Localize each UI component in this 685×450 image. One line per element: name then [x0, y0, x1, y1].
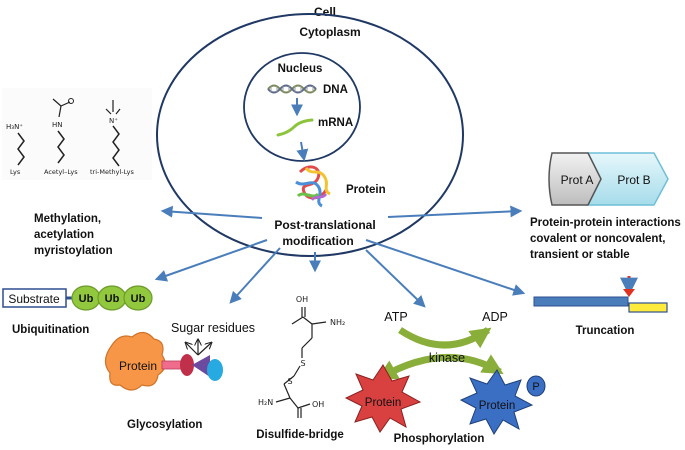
lys-chain [17, 132, 25, 166]
trimethyl-nitrogen-label: N⁺ [109, 117, 118, 125]
ppi-label-line2: covalent or noncovalent, [530, 233, 665, 245]
dna-helix-icon [267, 84, 317, 94]
glyco-protein-blob [104, 331, 166, 391]
cell-membrane [156, 13, 464, 257]
prot-a-shape [548, 152, 602, 206]
kinase-arrow [376, 353, 504, 382]
adp-label: ADP [482, 310, 508, 324]
ppi-label-line1: Protein-protein interactions [530, 217, 681, 229]
disulfide-h2n: H₂N [258, 398, 273, 407]
lys-amine-label: H₃N⁺ [6, 123, 23, 131]
arrow-to-methylation [160, 205, 263, 219]
arrow-to-ppi [387, 205, 523, 218]
prot-b-label: Prot B [617, 173, 650, 187]
sugar-residues-label: Sugar residues [171, 321, 255, 335]
lys-label: Lys [10, 168, 21, 176]
atp-adp-arrow [398, 327, 492, 349]
glycosylation-illustration: Sugar residues Protein [104, 321, 255, 391]
cell-label: Cell [314, 5, 336, 19]
trimethyl-lys-label: tri-Methyl-Lys [90, 168, 135, 176]
cytoplasm-label: Cytoplasm [299, 25, 360, 39]
glyco-protein-label: Protein [119, 359, 157, 373]
ptm-title-line2: modification [282, 234, 353, 248]
sugar-residue-purple [192, 355, 210, 377]
disulfide-structure [275, 307, 327, 418]
acetyl-amide-label: HN [52, 121, 63, 129]
methylation-label-line1: Methylation, [34, 213, 101, 225]
disulfide-nh2: NH₂ [330, 318, 345, 327]
sugar-residue-cyan [207, 359, 223, 381]
protein-star-unphosphorylated [344, 364, 422, 433]
ub-label-1: Ub [79, 293, 94, 305]
atp-label: ATP [384, 310, 407, 324]
translation-arrow [296, 141, 309, 162]
arrow-to-ubiquitination [154, 239, 268, 282]
nucleus-label: Nucleus [278, 63, 323, 75]
phosphate-label: P [532, 381, 539, 393]
truncation-cleaved-segment [628, 302, 668, 313]
ub-label-3: Ub [131, 293, 146, 305]
ppi-illustration: Prot A Prot B [548, 152, 669, 206]
cleavage-arrowhead [623, 289, 635, 297]
protein-label: Protein [346, 184, 386, 196]
prot-a-label: Prot A [561, 173, 594, 187]
truncation-illustration [533, 276, 668, 313]
protein-structure-icon [295, 165, 331, 208]
phosphorylation-illustration: ATP ADP kinase Protein Protein P [344, 310, 546, 435]
kinase-label: kinase [429, 351, 465, 365]
disulfide-oh-bottom: OH [312, 400, 324, 409]
ubiquitination-label: Ubiquitination [12, 324, 89, 336]
arrow-to-truncation [365, 239, 526, 296]
truncation-retained-segment [533, 296, 629, 307]
dna-label: DNA [323, 84, 348, 96]
disulfide-s-bottom: S [287, 377, 292, 386]
mrna-strand-icon [276, 118, 314, 137]
cell-compartments: Cell Cytoplasm Nucleus [156, 5, 464, 257]
ubiquitination-illustration: Substrate Ub Ub Ub [2, 285, 153, 311]
ptm-arrows [154, 205, 526, 308]
glycosylation-label: Glycosylation [127, 419, 202, 431]
phospho-protein-label-2: Protein [479, 400, 515, 412]
disulfide-s-top: S [300, 359, 305, 368]
central-dogma: DNA mRNA Protein Post-translational modi… [267, 84, 386, 248]
sugar-residue-red [180, 354, 194, 376]
ub-label-2: Ub [105, 293, 120, 305]
arrow-to-phosphorylation [365, 249, 426, 308]
substrate-label: Substrate [8, 292, 60, 306]
protein-star-phosphorylated [459, 369, 534, 435]
ub-bead-3 [123, 285, 153, 311]
trimethyl-lys-chain [112, 125, 120, 167]
methylation-label-line3: myristoylation [34, 245, 113, 257]
methylation-structures: H₃N⁺ Lys HN Acetyl–Lys N⁺ tri-Methyl-Lys [2, 88, 152, 180]
phosphorylation-label: Phosphorylation [394, 433, 485, 445]
disulfide-oh-top: OH [296, 295, 308, 304]
methylation-label-line2: acetylation [34, 229, 94, 241]
phosphate-group [526, 375, 546, 397]
ptm-title-line1: Post-translational [274, 218, 375, 232]
acetyl-lys-chain [57, 130, 65, 164]
structures-panel [2, 88, 152, 180]
mrna-label: mRNA [318, 117, 353, 129]
acetyl-lys-label: Acetyl–Lys [44, 168, 78, 176]
truncation-label: Truncation [576, 325, 635, 337]
ppi-label-line3: transient or stable [530, 249, 630, 261]
disulfide-label: Disulfide-bridge [256, 429, 344, 441]
phospho-protein-label-1: Protein [365, 397, 401, 409]
arrow-to-glycosylation [229, 247, 281, 304]
